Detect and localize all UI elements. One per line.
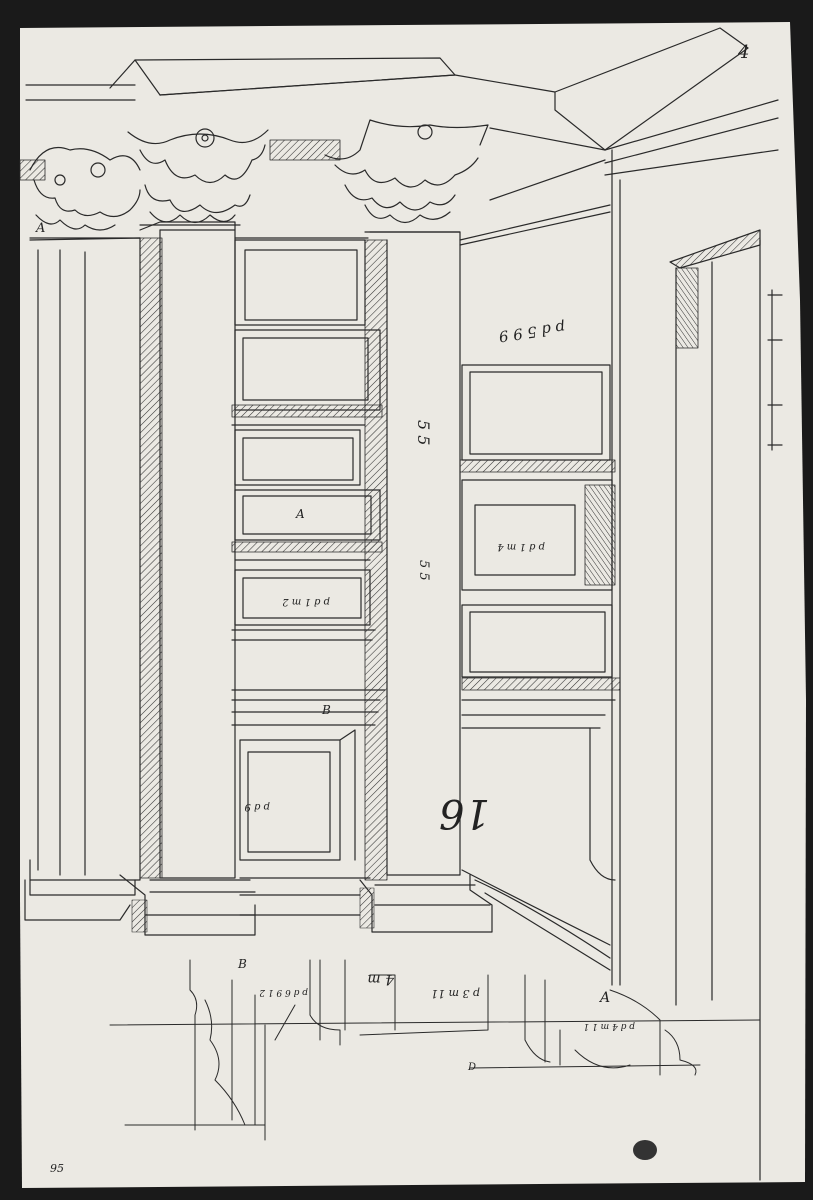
corner-number: 95 xyxy=(50,1162,64,1175)
right-recess xyxy=(459,204,621,971)
central-bay xyxy=(231,237,386,861)
dim-column-height: 5 5 xyxy=(414,420,433,445)
dim-lower-panel: p d 9 xyxy=(244,801,270,812)
sheet-number: 4 xyxy=(737,42,749,63)
inverted-page-number: 16 xyxy=(439,790,490,836)
right-pilaster xyxy=(364,231,461,881)
dim-profile-mid: p 3 m 11 xyxy=(431,987,480,1000)
dim-bay-b: p d 1 m 2 xyxy=(282,596,330,607)
label-d-profile: D xyxy=(467,1062,476,1073)
dim-bay-a: p d 1 m 4 xyxy=(497,541,545,552)
label-a-profile: A xyxy=(598,990,610,1006)
ink-blot xyxy=(633,1140,657,1160)
dim-column-lower: 5 5 xyxy=(416,560,431,581)
right-doorway xyxy=(611,149,783,1181)
label-a-upper: A xyxy=(35,221,45,236)
label-b-profile: B xyxy=(237,957,247,971)
pilaster-bases xyxy=(24,859,493,936)
paper-sheet xyxy=(20,22,806,1188)
label-b-bay: B xyxy=(321,703,331,717)
dim-profile-right: p d 4 m 1 1 xyxy=(583,1021,635,1031)
left-pilaster xyxy=(29,237,163,881)
drawing-annotations: 4 95 A A B B A D 16 p d 5 9 9 5 5 5 5 p … xyxy=(35,42,749,1175)
label-a-bay: A xyxy=(295,507,305,521)
dim-profile-top: 4 m xyxy=(367,971,395,987)
ceiling-entablature xyxy=(19,27,779,201)
dim-profile-left: p d 6 9 1 2 xyxy=(259,987,308,997)
profile-drawings xyxy=(109,959,761,1141)
